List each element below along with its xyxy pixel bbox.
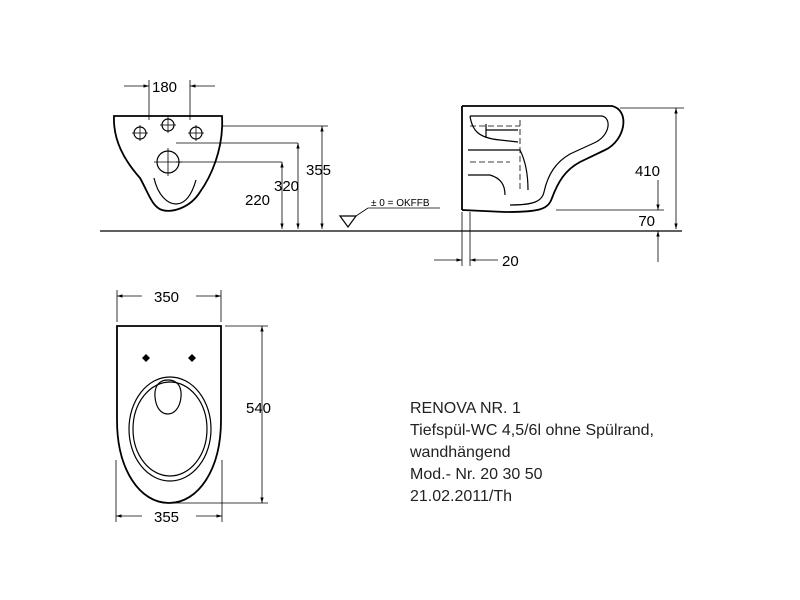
dim-180: 180 xyxy=(152,79,177,96)
side-view xyxy=(434,105,684,266)
floor-level-label: ± 0 = OKFFB xyxy=(371,198,430,209)
product-description: Tiefspül-WC 4,5/6l ohne Spülrand, xyxy=(410,422,654,439)
dim-355-bottom: 355 xyxy=(154,509,179,526)
dim-220: 220 xyxy=(245,192,270,209)
product-title: RENOVA NR. 1 xyxy=(410,400,521,417)
drawing-date: 21.02.2011/Th xyxy=(410,488,513,505)
dim-70: 70 xyxy=(638,213,655,230)
dim-410: 410 xyxy=(635,163,660,180)
dim-540: 540 xyxy=(246,400,271,417)
dim-350: 350 xyxy=(154,289,179,306)
dim-20: 20 xyxy=(502,253,519,270)
plan-view xyxy=(115,290,268,522)
dim-320: 320 xyxy=(274,178,299,195)
product-mounting: wandhängend xyxy=(410,444,511,461)
model-number: Mod.- Nr. 20 30 50 xyxy=(410,466,543,483)
product-info: RENOVA NR. 1 Tiefspül-WC 4,5/6l ohne Spü… xyxy=(410,398,790,508)
dim-355: 355 xyxy=(306,162,331,179)
front-view xyxy=(113,80,440,229)
